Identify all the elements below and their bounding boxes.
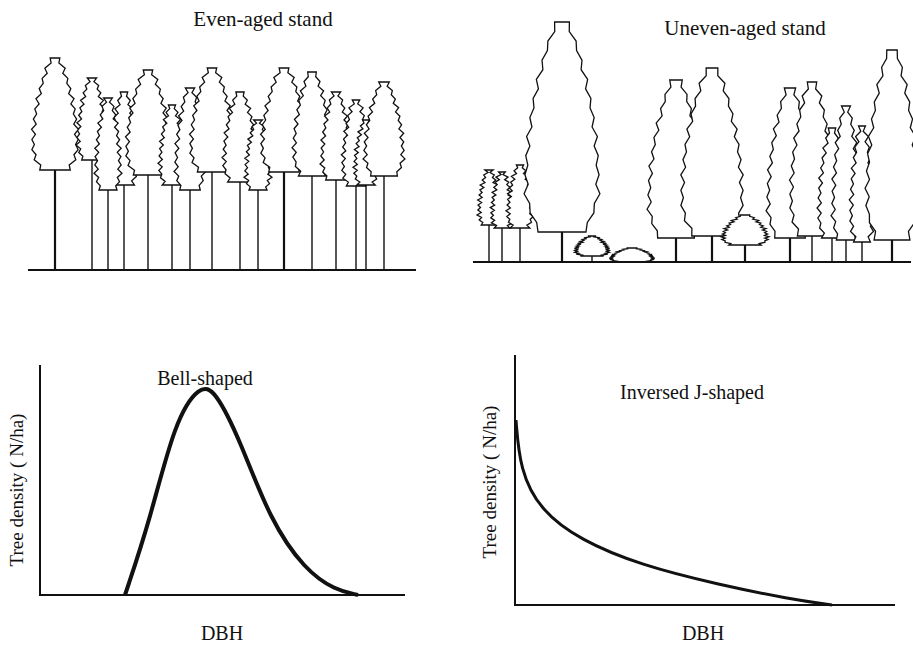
axis-title: Tree density ( N/ha) (7, 414, 28, 567)
crown (363, 82, 405, 176)
crown (574, 236, 609, 256)
tree (574, 236, 609, 262)
axis-title: Tree density ( N/ha) (480, 406, 501, 559)
trunk (501, 224, 502, 262)
ground-line (473, 261, 911, 263)
stand-title: Even-aged stand (193, 8, 332, 31)
curve-label: Inversed J-shaped (620, 381, 764, 403)
trunk (257, 186, 258, 270)
trunk (383, 172, 384, 270)
uneven-aged-trees (477, 22, 913, 262)
j-curve (516, 420, 832, 605)
trunk (561, 228, 563, 262)
tree (865, 50, 913, 262)
crown (609, 248, 655, 262)
trunk (519, 224, 520, 262)
trunk (189, 186, 190, 270)
trunk (91, 156, 92, 270)
tree (609, 248, 655, 262)
curves (125, 389, 832, 605)
tree (524, 22, 600, 262)
crown (721, 215, 769, 245)
crown (94, 98, 122, 190)
y-axis (39, 365, 41, 596)
tree (94, 98, 122, 270)
ground-line (28, 269, 416, 271)
crown (681, 68, 743, 236)
trunk (488, 221, 489, 262)
even-aged-trees (32, 58, 405, 270)
trunk (54, 166, 56, 270)
trunk (335, 176, 336, 270)
tree (721, 215, 769, 262)
tree (363, 82, 405, 270)
x-axis (515, 604, 895, 606)
crown (524, 22, 600, 232)
trunk (107, 186, 108, 270)
y-axis (514, 355, 516, 606)
curve-label: Bell-shaped (157, 367, 253, 389)
crown (865, 50, 913, 240)
stand-title: Uneven-aged stand (664, 17, 826, 40)
trunk (311, 172, 312, 270)
crown (32, 58, 79, 170)
trunk (365, 181, 366, 270)
axis-title: DBH (201, 622, 243, 644)
trunk (211, 168, 212, 270)
trunk (123, 181, 124, 270)
bell-curve (125, 389, 358, 595)
trunk (171, 181, 172, 270)
trunk (283, 168, 285, 270)
tree (32, 58, 79, 270)
trunk (355, 182, 356, 270)
axis-title: DBH (682, 622, 724, 644)
trunk (239, 178, 240, 270)
trunk (147, 171, 148, 270)
